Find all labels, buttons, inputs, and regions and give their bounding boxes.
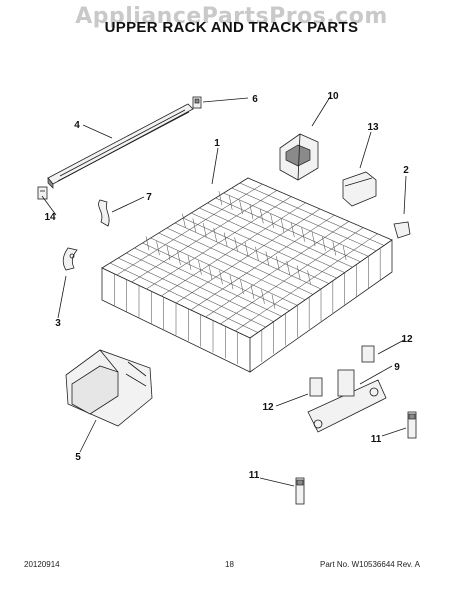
part-9-adjuster-slide[interactable] <box>307 369 387 433</box>
callout-11-right: 11 <box>371 434 382 445</box>
rack-wire <box>249 204 254 219</box>
rack-wire <box>208 265 213 280</box>
part-5-side-assembly[interactable] <box>65 349 153 427</box>
rack-wire <box>146 196 292 290</box>
rack-wire <box>116 183 263 276</box>
part-6-end-clip[interactable] <box>192 96 202 109</box>
rack-wire <box>286 260 290 275</box>
rack-wire <box>177 250 181 265</box>
callout-13: 13 <box>367 122 379 133</box>
callout-14: 14 <box>44 212 56 223</box>
callout-9: 9 <box>394 362 400 373</box>
rack-wire <box>260 209 264 224</box>
rack-wire <box>203 223 207 238</box>
rack-wire <box>271 294 276 309</box>
rack-wire <box>145 236 150 251</box>
rack-wire <box>228 195 233 210</box>
rack-wire <box>250 284 255 299</box>
part-12-latch-lower[interactable] <box>309 377 323 397</box>
part-2-clip[interactable] <box>393 221 411 239</box>
footer-part-number: Part No. W10536644 Rev. A <box>320 560 420 569</box>
rack-wire <box>265 251 270 266</box>
rack-wire <box>311 232 316 247</box>
callout-labels: 1 2 3 4 5 6 7 9 10 11 11 12 12 13 14 <box>44 91 413 481</box>
footer-page-number: 18 <box>225 560 234 569</box>
rack-wire <box>166 246 171 261</box>
watermark: AppliancePartsPros.com <box>75 4 388 29</box>
footer-date: 20120914 <box>24 560 60 569</box>
callout-12-upper: 12 <box>401 334 413 345</box>
part-7-adjuster[interactable] <box>98 199 110 227</box>
rack-wire <box>161 202 306 297</box>
rack-wire <box>220 227 364 325</box>
part-3-roller-bracket[interactable] <box>62 247 78 271</box>
part-14-rail-stop[interactable] <box>37 186 48 200</box>
callout-4: 4 <box>74 120 80 131</box>
rack-wire <box>307 270 311 285</box>
rack-wire <box>205 221 349 318</box>
rack-wire <box>219 270 223 285</box>
rack-wire <box>270 213 274 228</box>
rack-wire <box>213 227 217 242</box>
callout-11-bottom: 11 <box>249 470 260 481</box>
part-4-track-rail[interactable] <box>47 103 194 189</box>
rack-wire <box>190 214 335 311</box>
rack-wire <box>244 241 249 257</box>
rack-wire <box>240 280 244 295</box>
part-12-latch-upper[interactable] <box>361 345 375 363</box>
part-10-adjuster-housing[interactable] <box>279 133 319 181</box>
rack-wire <box>234 237 238 252</box>
rack-wire <box>291 223 295 238</box>
rack-wire <box>296 265 301 280</box>
rack-wire <box>131 190 277 283</box>
rack-wire <box>187 255 192 270</box>
part-1-upper-rack[interactable] <box>101 177 393 373</box>
rack-wire <box>192 218 197 233</box>
rack-wire <box>239 200 243 215</box>
rack-wire <box>342 245 347 260</box>
rack-wire <box>255 246 259 261</box>
rack-wire <box>223 232 228 247</box>
leader-lines <box>41 96 407 487</box>
callout-10: 10 <box>327 91 339 102</box>
page-title: UPPER RACK AND TRACK PARTS <box>104 19 359 36</box>
callout-5: 5 <box>75 452 81 463</box>
callout-1: 1 <box>214 138 220 149</box>
part-13-adjuster-cover[interactable] <box>342 171 377 207</box>
part-11-carrier-right[interactable] <box>407 411 417 439</box>
rack-wire <box>332 241 337 256</box>
rack-wire <box>322 236 326 251</box>
rack-wire <box>182 213 186 228</box>
callout-7: 7 <box>146 192 152 203</box>
rack-wire <box>156 241 160 256</box>
part-11-carrier-bottom[interactable] <box>295 477 305 505</box>
rack-wire <box>301 227 305 242</box>
callout-12-lower: 12 <box>262 402 274 413</box>
rack-wire <box>218 191 223 206</box>
rack-wire <box>261 289 265 304</box>
callout-6: 6 <box>252 94 258 105</box>
callout-2: 2 <box>403 165 409 176</box>
rack-wire <box>229 275 234 290</box>
rack-wire <box>198 260 202 275</box>
rack-wire <box>235 233 378 332</box>
callout-3: 3 <box>55 318 61 329</box>
rack-wire <box>276 256 280 271</box>
rack-wire <box>280 218 285 233</box>
